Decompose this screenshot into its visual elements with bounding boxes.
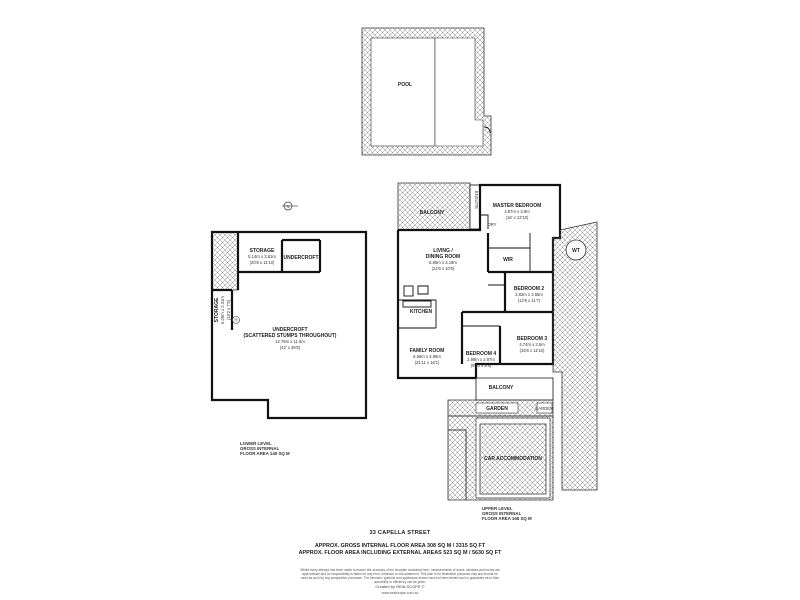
undercroft-main-label: UNDERCROFT (273, 327, 308, 333)
living-dining-room: LIVING / DINING ROOM 6.85m x 3.19m (22'6… (426, 248, 460, 271)
family-room-dim-m: 6.55m x 4.89m (413, 354, 441, 359)
master-bedroom-label: MASTER BEDROOM (493, 203, 542, 209)
gross-internal-area: APPROX. GROSS INTERNAL FLOOR AREA 308 SQ… (314, 543, 486, 549)
undercroft-main-dim-ft: (42' x 38'5) (280, 345, 301, 350)
pool-area: POOL (361, 27, 492, 156)
living-dim-ft: (22'6 x 10'5) (432, 266, 455, 271)
bedroom4-label: BEDROOM 4 (466, 351, 497, 357)
lower-level-line1: LOWER LEVEL (240, 441, 272, 446)
upper-level-line3: FLOOR AREA 168 SQ M (482, 516, 532, 521)
side-yard: WT (552, 221, 598, 491)
property-address: 33 CAPELLA STREET (369, 530, 431, 536)
master-bedroom-dim-m: 4.87m x 3.9m (504, 209, 530, 214)
storage-side-label: STORAGE (214, 297, 220, 322)
upper-level-label: UPPER LEVEL GROSS INTERNAL FLOOR AREA 16… (482, 506, 532, 521)
garden-small-label: GARDEN (535, 406, 553, 411)
storage-top-dim-ft: (20'8 x 11'10) (250, 260, 275, 265)
car-accommodation-label: CAR ACCOMMODATION (484, 456, 542, 462)
lower-level-label: LOWER LEVEL GROSS INTERNAL FLOOR AREA 14… (240, 441, 290, 456)
undercroft-main: UNDERCROFT (SCATTERED STUMPS THROUGHOUT)… (244, 327, 337, 350)
lower-level-line3: FLOOR AREA 140 SQ M (240, 451, 290, 456)
bedroom-2: BEDROOM 2 3.82m x 3.55m (12'6 x 11'7) (514, 286, 545, 303)
dining-label: DINING ROOM (426, 254, 460, 260)
balcony-lower-label: BALCONY (489, 385, 514, 391)
bedroom2-label: BEDROOM 2 (514, 286, 545, 292)
undercroft-small-label: UNDERCROFT (284, 255, 319, 261)
balcony-top-label: BALCONY (420, 210, 445, 216)
car-accommodation: CAR ACCOMMODATION (447, 415, 554, 501)
family-room-label: FAMILY ROOM (410, 348, 445, 354)
lower-level-plan: H STORAGE 5.14m x 3.61m (20'8 x 11'10) U… (210, 230, 368, 420)
undercroft-main-note: (SCATTERED STUMPS THROUGHOUT) (244, 333, 337, 339)
pool-label: POOL (398, 82, 412, 88)
living-dim-m: 6.85m x 3.19m (429, 260, 457, 265)
creator-credit: Created by REALSCOPE © (375, 584, 425, 589)
compass-icon: N (282, 201, 298, 211)
upper-level-line1: UPPER LEVEL (482, 506, 513, 511)
family-room: FAMILY ROOM 6.55m x 4.89m (21'11 x 16'1) (410, 348, 445, 365)
bedroom-3: BEDROOM 3 4.74m x 3.5m (15'6 x 11'10) (517, 336, 548, 353)
bedroom3-dim-m: 4.74m x 3.5m (519, 342, 545, 347)
living-label: LIVING / (433, 248, 453, 254)
website-link[interactable]: www.realscope.com.au (381, 591, 419, 595)
bedroom2-dim-ft: (12'6 x 11'7) (518, 298, 541, 303)
wir-label: WIR (503, 257, 513, 263)
storage-side-dim-m: 6.09m x 2.31m (220, 296, 225, 324)
h-marker: H (234, 318, 237, 323)
balcony-top: BALCONY (397, 182, 481, 231)
bedroom3-dim-ft: (15'6 x 11'10) (520, 348, 545, 353)
balcony-lower: BALCONY (475, 377, 554, 401)
kitchen-label: KITCHEN (410, 309, 433, 315)
master-bedroom-dim-ft: (16' x 12'10) (506, 215, 529, 220)
storage-top-label: STORAGE (250, 248, 275, 254)
family-room-dim-ft: (21'11 x 16'1) (415, 360, 440, 365)
compass-label: N (286, 204, 289, 209)
garden-area: GARDEN GARDEN (447, 399, 554, 417)
master-bedroom: MASTER BEDROOM 4.87m x 3.9m (16' x 12'10… (493, 203, 542, 220)
bedroom4-dim-m: 2.99m x 2.97m (467, 357, 495, 362)
storage-top: STORAGE 5.14m x 3.61m (20'8 x 11'10) (248, 248, 276, 265)
bedroom4-dim-ft: (9'10 x 9'9) (471, 363, 492, 368)
total-floor-area: APPROX. FLOOR AREA INCLUDING EXTERNAL AR… (298, 550, 502, 556)
storage-side: STORAGE 6.09m x 2.31m (19'2 x 7'5) (214, 296, 231, 324)
bedroom3-label: BEDROOM 3 (517, 336, 548, 342)
bedroom2-dim-m: 3.82m x 3.55m (515, 292, 543, 297)
storage-top-dim-m: 5.14m x 3.61m (248, 254, 276, 259)
bedroom-4: BEDROOM 4 2.99m x 2.97m (9'10 x 9'9) (466, 351, 497, 368)
lower-level-line2: GROSS INTERNAL (240, 446, 280, 451)
undercroft-main-dim-m: 12.79m x 11.5m (275, 339, 305, 344)
dry-label: DRY (488, 222, 497, 227)
garden-label: GARDEN (486, 406, 508, 412)
upper-level-line2: GROSS INTERNAL (482, 511, 522, 516)
storage-side-dim-ft: (19'2 x 7'5) (226, 299, 231, 320)
disclaimer-text: Whilst every attempt has been made to en… (300, 568, 500, 584)
water-tank-label: WT (572, 248, 580, 254)
ensuite-label: ENSUITE (474, 191, 479, 209)
